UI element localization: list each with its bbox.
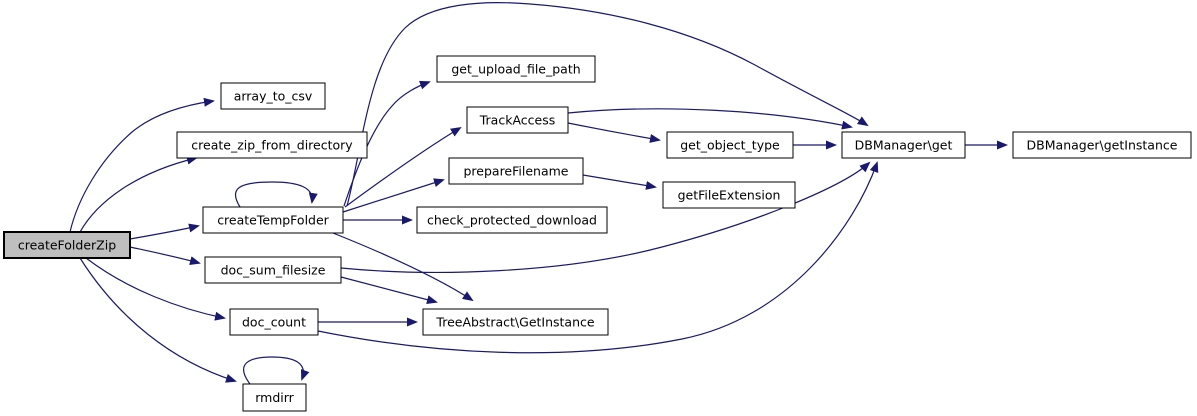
edge-createFolderZip-to-doc_sum_filesize bbox=[129, 246, 201, 265]
node-box bbox=[422, 308, 609, 336]
edge-createTempFolder-to-DBManager_get bbox=[346, 2, 869, 207]
edge-createFolderZip-to-rmdirr bbox=[79, 257, 237, 383]
node-box bbox=[466, 106, 569, 134]
node-get_upload_file_path[interactable]: get_upload_file_path bbox=[436, 55, 596, 83]
node-label: get_object_type bbox=[680, 138, 780, 153]
edges-layer bbox=[69, 2, 1008, 385]
node-box bbox=[1012, 131, 1192, 159]
node-box bbox=[242, 383, 307, 412]
edge-TrackAccess-to-DBManager_get bbox=[567, 108, 853, 130]
node-box bbox=[176, 131, 368, 159]
edge-rmdirr-to-rmdirr bbox=[243, 356, 310, 385]
node-label: prepareFilename bbox=[463, 164, 568, 179]
node-box bbox=[448, 157, 584, 185]
node-createFolderZip[interactable]: createFolderZip bbox=[3, 231, 131, 259]
node-box bbox=[229, 308, 319, 336]
node-box bbox=[220, 82, 326, 110]
node-array_to_csv[interactable]: array_to_csv bbox=[220, 82, 326, 110]
node-create_zip_from_directory[interactable]: create_zip_from_directory bbox=[176, 131, 368, 159]
node-box bbox=[204, 256, 342, 284]
edge-TrackAccess-to-get_object_type bbox=[567, 122, 661, 143]
node-label: createFolderZip bbox=[18, 238, 116, 253]
node-label: DBManager\getInstance bbox=[1027, 138, 1178, 153]
node-TrackAccess[interactable]: TrackAccess bbox=[466, 106, 569, 134]
edge-doc_count-to-DBManager_get bbox=[317, 161, 879, 354]
node-box bbox=[436, 55, 596, 83]
node-TreeAbstract_GetInstance[interactable]: TreeAbstract\GetInstance bbox=[422, 308, 609, 336]
node-check_protected_download[interactable]: check_protected_download bbox=[416, 206, 608, 234]
edge-createTempFolder-to-prepareFilename bbox=[342, 178, 445, 213]
node-doc_sum_filesize[interactable]: doc_sum_filesize bbox=[204, 256, 342, 284]
edge-createTempFolder-to-TreeAbstract_GetInstance bbox=[332, 232, 474, 302]
node-getFileExtension[interactable]: getFileExtension bbox=[662, 181, 796, 209]
node-DBManager_getInstance[interactable]: DBManager\getInstance bbox=[1012, 131, 1192, 159]
node-get_object_type[interactable]: get_object_type bbox=[666, 131, 794, 159]
node-label: doc_sum_filesize bbox=[221, 263, 326, 278]
node-label: array_to_csv bbox=[234, 89, 313, 104]
edge-createFolderZip-to-createTempFolder bbox=[129, 223, 200, 240]
node-label: create_zip_from_directory bbox=[191, 138, 353, 153]
node-box bbox=[841, 131, 966, 159]
edge-doc_sum_filesize-to-TreeAbstract_GetInstance bbox=[340, 276, 438, 305]
node-prepareFilename[interactable]: prepareFilename bbox=[448, 157, 584, 185]
edge-createTempFolder-to-createTempFolder bbox=[234, 181, 318, 208]
edge-createFolderZip-to-create_zip_from_directory bbox=[79, 155, 198, 233]
node-box bbox=[202, 206, 344, 234]
node-label: get_upload_file_path bbox=[451, 62, 580, 77]
node-label: TreeAbstract\GetInstance bbox=[435, 315, 594, 330]
node-label: DBManager\get bbox=[855, 138, 953, 153]
edge-createTempFolder-to-TrackAccess bbox=[344, 126, 462, 208]
node-label: doc_count bbox=[242, 315, 306, 330]
node-box bbox=[3, 231, 131, 259]
node-label: rmdirr bbox=[255, 390, 294, 405]
node-box bbox=[416, 206, 608, 234]
node-createTempFolder[interactable]: createTempFolder bbox=[202, 206, 344, 234]
node-box bbox=[662, 181, 796, 209]
node-box bbox=[666, 131, 794, 159]
nodes-layer: createFolderZip array_to_csv create_zip_fr… bbox=[3, 55, 1192, 412]
edge-createFolderZip-to-doc_count bbox=[85, 257, 226, 321]
node-label: getFileExtension bbox=[678, 188, 781, 203]
node-label: TrackAccess bbox=[479, 113, 556, 128]
edge-createFolderZip-to-array_to_csv bbox=[69, 97, 215, 233]
node-rmdirr[interactable]: rmdirr bbox=[242, 383, 307, 412]
node-doc_count[interactable]: doc_count bbox=[229, 308, 319, 336]
node-label: check_protected_download bbox=[427, 213, 597, 228]
edge-prepareFilename-to-getFileExtension bbox=[582, 174, 657, 190]
node-DBManager_get[interactable]: DBManager\get bbox=[841, 131, 966, 159]
edge-doc_sum_filesize-to-DBManager_get bbox=[340, 161, 871, 273]
node-label: createTempFolder bbox=[217, 213, 329, 228]
